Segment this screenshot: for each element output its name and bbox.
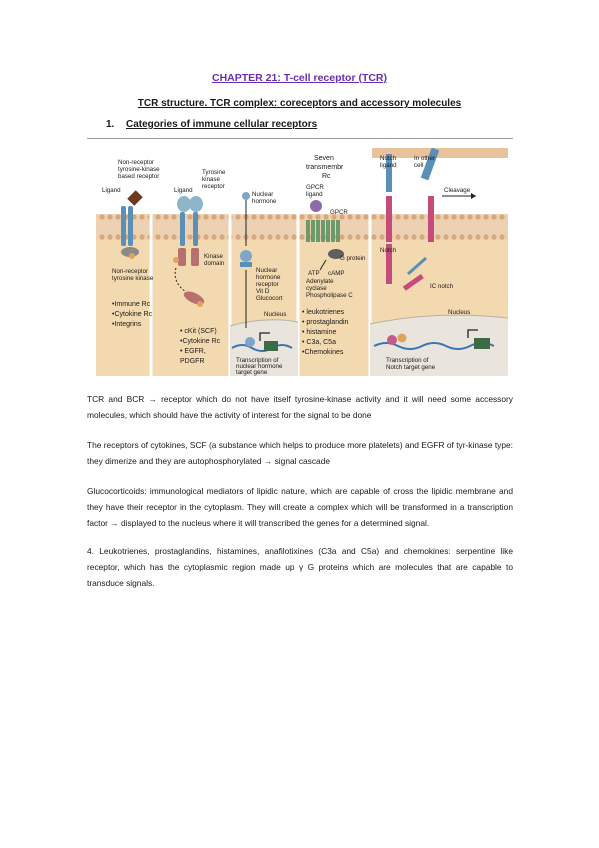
col5-cleavage: Cleavage	[444, 187, 471, 194]
col1-top-label-3: based receptor	[118, 173, 159, 180]
col1-item-3: •Integrins	[112, 321, 142, 328]
col1-top-label-1: Non-receptor	[118, 159, 154, 166]
col5-transcription-2: Notch target gene	[386, 364, 436, 371]
col5-ic-notch: IC notch	[430, 283, 454, 290]
col5-nucleus: Nucleus	[448, 309, 470, 316]
col2-item-2: •Cytokine Rc	[180, 338, 221, 345]
col5-transcription-1: Transcription of	[386, 357, 429, 364]
col4-top-label-1: Seven	[314, 155, 334, 162]
col4-atp: ATP	[308, 270, 320, 277]
col1-top-label-2: tyrosine-kinase	[118, 166, 160, 173]
col5-notch: Notch	[380, 247, 397, 254]
col4-enzyme-3: Phospholipase C	[306, 292, 353, 299]
col3-receptor-2: hormone	[256, 274, 281, 281]
paragraph-1: TCR and BCR → receptor which do not have…	[87, 394, 513, 420]
col5-notch-ligand-2: ligand	[380, 162, 397, 169]
col3-receptor-4: Vit D	[256, 288, 270, 295]
paragraph-4: 4. Leukotrienes, prostaglandins, histami…	[87, 546, 513, 588]
col4-g-protein: G protein	[340, 255, 366, 262]
divider	[87, 138, 513, 139]
col2-kinase-label-2: domain	[204, 260, 225, 267]
paragraph-3: Glucocorticoids: immunological mediators…	[87, 486, 513, 528]
col1-item-2: •Cytokine Rc	[112, 311, 153, 318]
col4-top-label-2: transmembr	[306, 164, 344, 171]
section-heading: 1. Categories of immune cellular receptor…	[106, 119, 317, 130]
col2-top-label-3: receptor	[202, 183, 225, 190]
subtitle: TCR structure. TCR complex: coreceptors …	[137, 98, 462, 109]
col4-camp: cAMP	[328, 270, 345, 277]
col4-enzyme-1: Adenylate	[306, 278, 334, 285]
col4-item-1: • leukotrienes	[302, 309, 345, 316]
col3-receptor-3: receptor	[256, 281, 279, 288]
col5-other-cell-2: cell	[414, 162, 423, 169]
col3-top-label-2: hormone	[252, 198, 277, 205]
col2-top-label-1: Tyrosine	[202, 169, 226, 176]
col3-transcription-2: nuclear hormone	[236, 363, 283, 370]
col4-gpcr-ligand-1: GPCR	[306, 184, 324, 191]
section-title: Categories of immune cellular receptors	[126, 119, 318, 130]
col4-gpcr: GPCR	[330, 209, 348, 216]
col2-item-3: • EGFR,	[180, 348, 206, 355]
col4-enzyme-2: cyclase	[306, 285, 327, 292]
col4-item-2: • prostaglandin	[302, 319, 349, 326]
col1-ligand: Ligand	[102, 187, 121, 194]
col1-item-1: •Immune Rc	[112, 301, 151, 308]
col3-top-label-1: Nuclear	[252, 191, 273, 198]
col2-item-4: PDGFR	[180, 358, 205, 365]
col2-ligand: Ligand	[174, 187, 193, 194]
col2-item-1: • cKit (SCF)	[180, 328, 217, 335]
col1-kinase-label-1: Non-receptor	[112, 268, 148, 275]
col3-nucleus: Nucleus	[264, 311, 286, 318]
col2-kinase-label-1: Kinase	[204, 253, 223, 260]
col3-transcription-3: target gene	[236, 369, 268, 376]
col4-item-3: • histamine	[302, 329, 336, 336]
col3-receptor-1: Nuclear	[256, 267, 277, 274]
col3-receptor-5: Glucocort	[256, 295, 283, 302]
col4-item-5: •Chemokines	[302, 349, 344, 356]
section-number: 1.	[106, 119, 115, 130]
col4-top-label-3: Rc	[322, 173, 331, 180]
paragraph-2: The receptors of cytokines, SCF (a subst…	[87, 440, 513, 466]
col3-transcription-1: Transcription of	[236, 357, 279, 364]
col4-item-4: • C3a, C5a	[302, 339, 336, 346]
col2-top-label-2: kinase	[202, 176, 220, 183]
col5-other-cell-1: In other	[414, 155, 435, 162]
col5-notch-ligand-1: Notch	[380, 155, 397, 162]
col1-kinase-label-2: tyrosine kinase	[112, 275, 154, 282]
receptor-categories-figure: Non-receptor tyrosine-kinase based recep…	[96, 148, 508, 376]
col4-gpcr-ligand-2: ligand	[306, 191, 323, 198]
chapter-title: CHAPTER 21: T-cell receptor (TCR)	[211, 72, 388, 84]
